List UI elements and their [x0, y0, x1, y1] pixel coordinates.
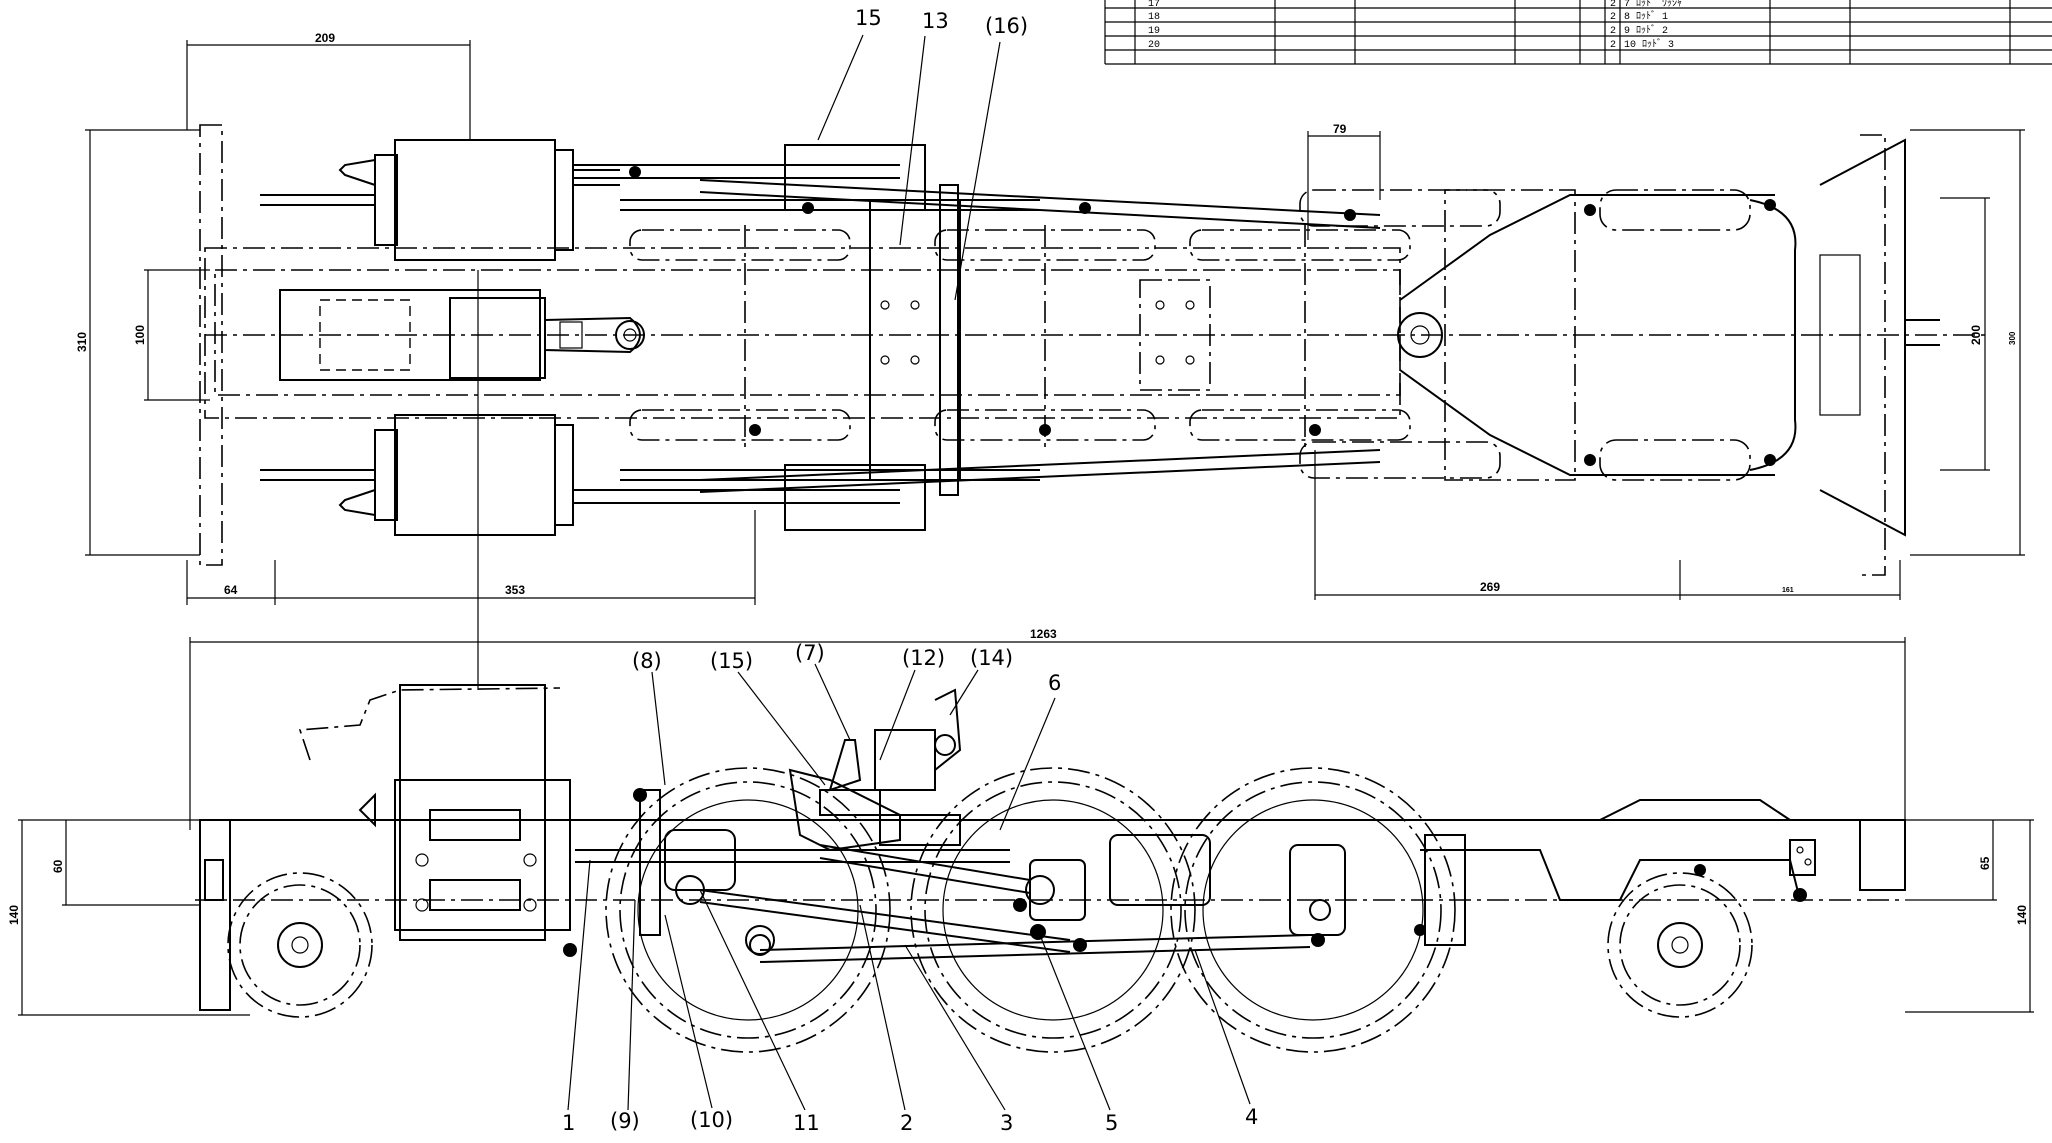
- table-row-qty: 2: [1610, 26, 1616, 37]
- table-row-qty: 2: [1610, 0, 1616, 10]
- table-row-no: 20: [1148, 40, 1160, 51]
- callout-7: (7): [795, 641, 825, 665]
- dim-79: 79: [1333, 122, 1347, 136]
- table-row-no: 19: [1148, 26, 1160, 37]
- dim-269: 269: [1480, 580, 1500, 594]
- plan-wheels: [629, 189, 1501, 479]
- callouts: 15 13 (16) (8) (15) (7) (12) (14) 6 1 (9…: [562, 6, 1258, 1135]
- callout-16-top: (16): [985, 14, 1028, 38]
- callout-5: 5: [1105, 1111, 1118, 1135]
- table-row-desc: 10 ﾛｯﾄﾞ 3: [1624, 38, 1674, 51]
- callout-8: (8): [632, 649, 662, 673]
- dim-310: 310: [75, 332, 89, 352]
- callout-13-top: 13: [922, 9, 949, 33]
- callout-2: 2: [900, 1111, 913, 1135]
- callout-4: 4: [1245, 1105, 1258, 1129]
- table-row-desc: 8 ﾛｯﾄﾞ 1: [1624, 10, 1668, 23]
- side-elevation: [195, 684, 1906, 1053]
- table-row-no: 17: [1148, 0, 1160, 10]
- callout-14: (14): [970, 646, 1013, 670]
- dim-300: 300: [2008, 331, 2017, 345]
- table-row-no: 18: [1148, 12, 1160, 23]
- plan-dimensions: 209 310 100 64 353 79 269 161 200: [75, 31, 2025, 690]
- callout-10: (10): [690, 1108, 733, 1132]
- callout-9: (9): [610, 1109, 640, 1133]
- plan-bolts: [629, 166, 1776, 466]
- callout-11: 11: [793, 1111, 820, 1135]
- elevation-wheels: [605, 767, 1753, 1053]
- callout-1: 1: [562, 1111, 575, 1135]
- elevation-dimensions: 1263 140 60 140 65: [7, 627, 2034, 1016]
- dim-209: 209: [315, 31, 335, 45]
- dim-161: 161: [1782, 587, 1794, 594]
- dim-353: 353: [505, 583, 525, 597]
- dim-1263: 1263: [1030, 627, 1057, 641]
- table-row-qty: 2: [1610, 40, 1616, 51]
- dim-right-140: 140: [2015, 905, 2029, 925]
- plan-view: [199, 124, 1990, 576]
- dim-200: 200: [1969, 325, 1983, 345]
- dim-left-60: 60: [51, 859, 65, 873]
- cylinder-upper: [260, 139, 620, 261]
- elevation-bolts: [563, 788, 1807, 957]
- dim-64: 64: [224, 583, 238, 597]
- cylinder-lower: [260, 414, 574, 536]
- dim-right-65: 65: [1978, 856, 1992, 870]
- table-row-qty: 2: [1610, 12, 1616, 23]
- dim-100: 100: [133, 325, 147, 345]
- parts-list-table: 17 2 7 ﾛｯﾄﾞ ﾜｯｼｬ 18 2 8 ﾛｯﾄﾞ 1 19 2 9 ﾛｯ…: [1104, 0, 2052, 65]
- table-row-desc: 9 ﾛｯﾄﾞ 2: [1624, 24, 1668, 37]
- dim-left-140: 140: [7, 905, 21, 925]
- callout-3: 3: [1000, 1111, 1013, 1135]
- table-row-desc: 7 ﾛｯﾄﾞ ﾜｯｼｬ: [1624, 0, 1682, 10]
- callout-15-top: 15: [855, 6, 882, 30]
- callout-6: 6: [1048, 671, 1061, 695]
- callout-12: (12): [902, 646, 945, 670]
- callout-15: (15): [710, 649, 753, 673]
